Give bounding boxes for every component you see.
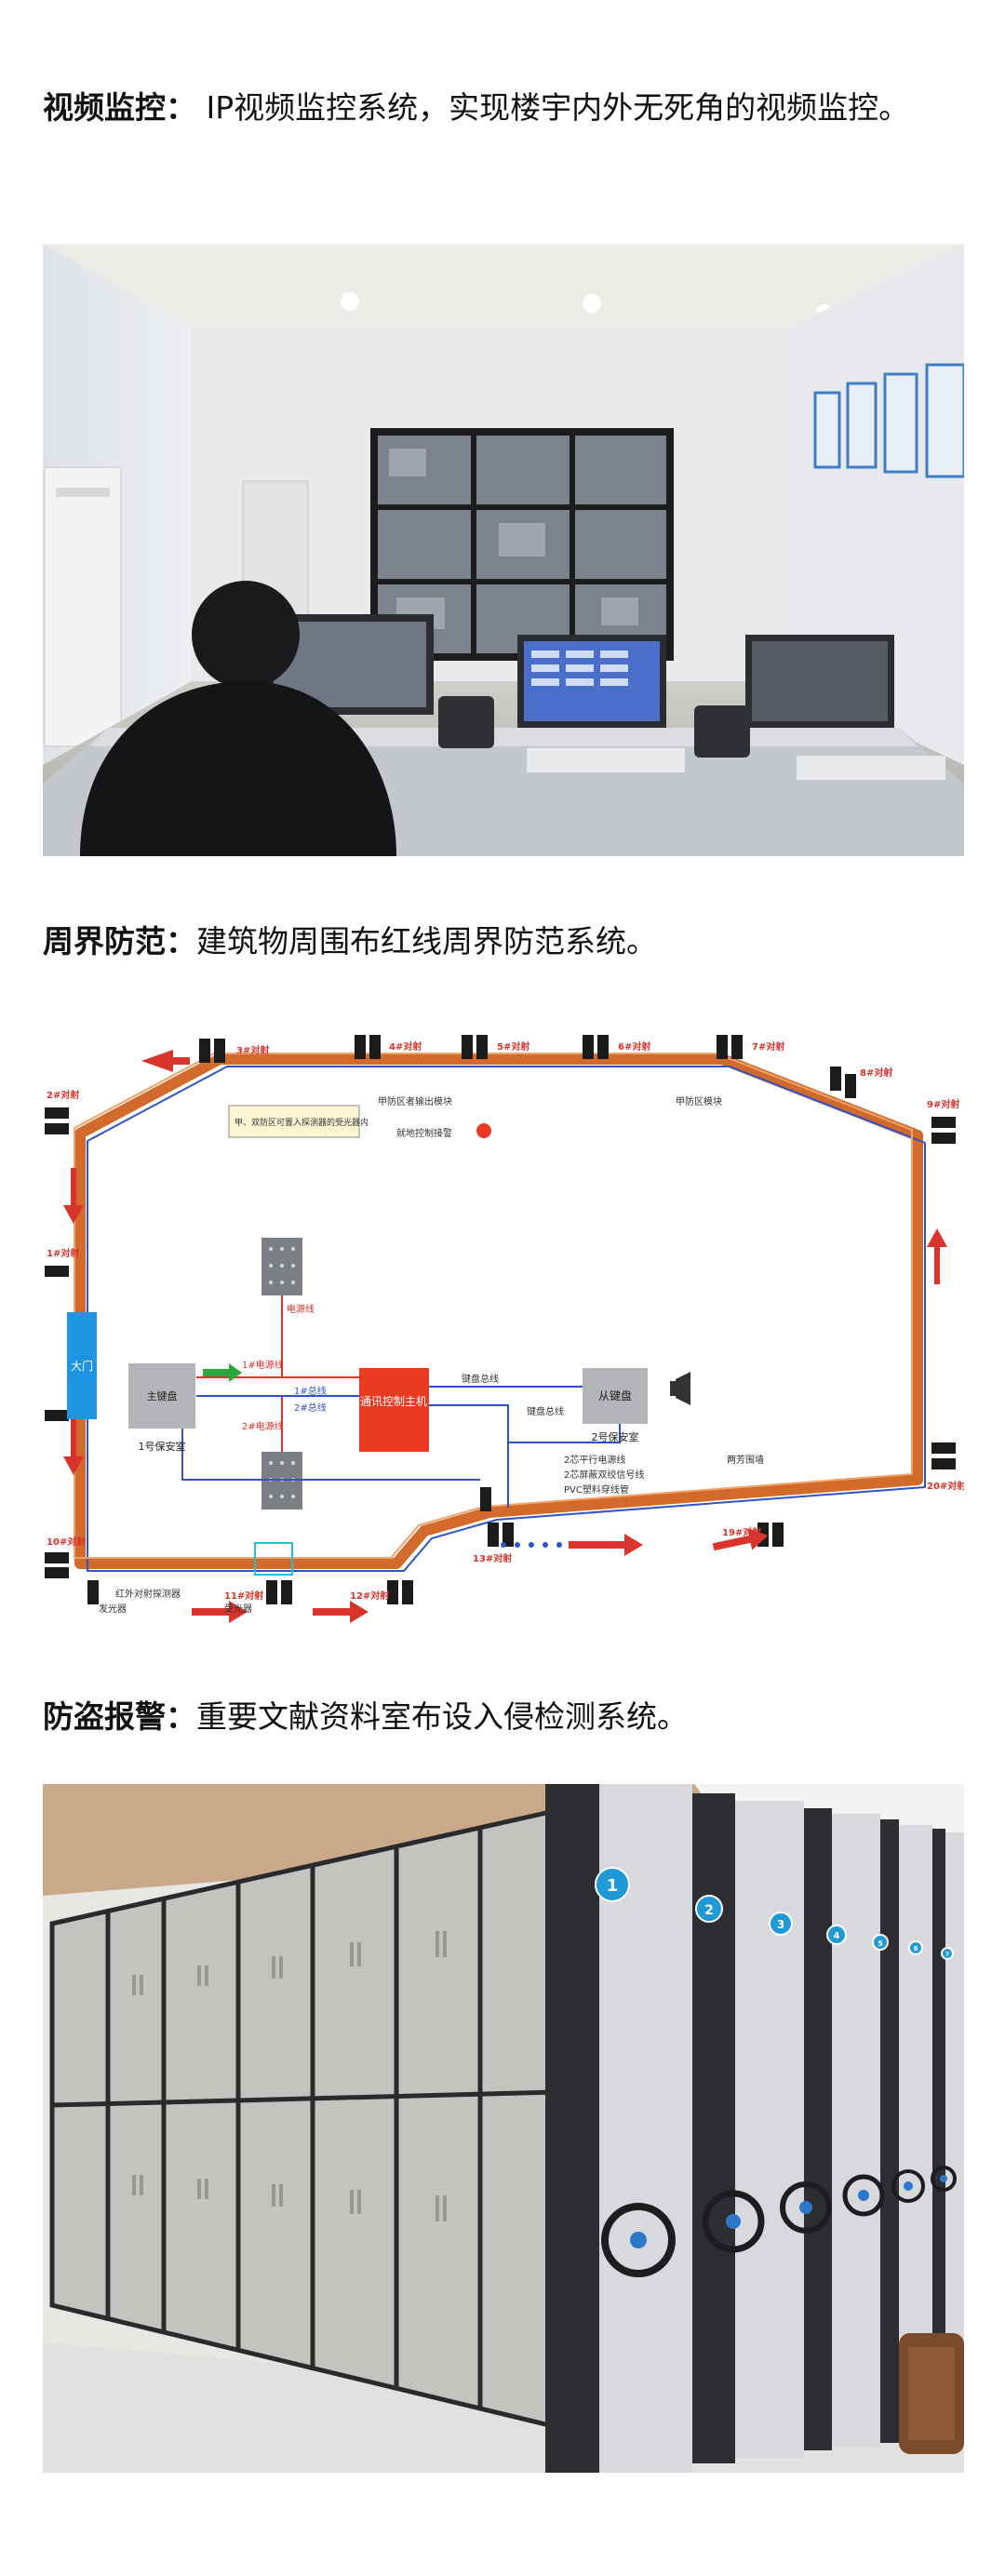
zone-11: 11#对射: [224, 1590, 263, 1602]
zone-20: 20#对射: [927, 1480, 964, 1492]
alarm-note-label: 就地控制接警: [396, 1127, 452, 1139]
bus-label-2: 键盘总线: [527, 1405, 564, 1417]
cable3-label: PVC塑料穿线管: [564, 1483, 629, 1496]
cabinet-number-6: 6: [914, 1945, 918, 1952]
module-a-label: 甲防区者输出模块: [378, 1095, 452, 1107]
zone-5: 5#对射: [497, 1040, 529, 1053]
legend-receiver: 受光器: [224, 1603, 252, 1615]
main-panel-label: 主键盘: [147, 1389, 178, 1402]
paragraph-perimeter: 周界防范：建筑物周围布红线周界防范系统。: [43, 903, 964, 981]
monitoring-room-photo: [43, 244, 964, 856]
cable1-label: 2芯平行电源线: [564, 1454, 625, 1466]
zone-1: 1#对射: [47, 1247, 79, 1259]
legend-detector: 红外对射探测器: [115, 1588, 181, 1600]
host-label: 通讯控制主机: [360, 1395, 427, 1408]
heading-perimeter: 周界防范：: [43, 923, 196, 959]
slave-panel-location: 2号保安室: [592, 1430, 639, 1443]
perimeter-diagram: 大门 主键盘 1号保安室 通讯控制主机: [43, 1005, 964, 1638]
module-b-label: 甲防区模块: [676, 1095, 722, 1107]
zone-9: 9#对射: [927, 1098, 959, 1110]
power-line-label: 电源线: [287, 1303, 315, 1315]
zone-2: 2#对射: [47, 1089, 79, 1101]
cabinet-number-2: 2: [704, 1903, 714, 1918]
text-video-surveillance: IP视频监控系统，实现楼宇内外无死角的视频监控。: [196, 89, 910, 126]
cabinet-number-5: 5: [878, 1939, 883, 1948]
archive-cabinets-photo: 1 2 3 4 5 6 7: [43, 1784, 964, 2473]
zone-7: 7#对射: [752, 1040, 784, 1053]
pillar-label: 两芳围墙: [727, 1454, 764, 1466]
power1-label: 1#电源线: [242, 1359, 284, 1371]
zone-4: 4#对射: [389, 1040, 422, 1053]
bus2-label: 2#总线: [294, 1402, 327, 1414]
zone-12: 12#对射: [350, 1590, 389, 1602]
zone-19: 19#对射: [722, 1526, 761, 1538]
power2-label: 2#电源线: [242, 1420, 284, 1432]
cable2-label: 2芯屏蔽双绞信号线: [564, 1469, 644, 1481]
heading-anti-theft: 防盗报警：: [43, 1698, 196, 1735]
zone-13: 13#对射: [473, 1552, 512, 1564]
bus-label: 键盘总线: [462, 1373, 499, 1385]
note-box: 甲、双防区可置入探测器的受光器内: [234, 1117, 368, 1128]
zone-3: 3#对射: [236, 1044, 269, 1056]
main-panel-location: 1号保安室: [139, 1440, 186, 1453]
text-anti-theft: 重要文献资料室布设入侵检测系统。: [196, 1698, 688, 1735]
zone-8: 8#对射: [860, 1067, 892, 1079]
zone-10: 10#对射: [47, 1536, 86, 1548]
cabinet-number-3: 3: [777, 1918, 784, 1931]
cabinet-number-1: 1: [607, 1876, 619, 1896]
text-perimeter: 建筑物周围布红线周界防范系统。: [196, 923, 657, 959]
slave-panel-label: 从键盘: [598, 1389, 632, 1402]
cabinet-number-4: 4: [834, 1931, 840, 1941]
paragraph-anti-theft: 防盗报警：重要文献资料室布设入侵检测系统。: [43, 1678, 964, 1756]
legend-emitter: 发光器: [99, 1603, 127, 1615]
door-label: 大门: [71, 1359, 93, 1373]
zone-6: 6#对射: [618, 1040, 650, 1053]
heading-video-surveillance: 视频监控：: [43, 89, 196, 126]
cabinet-number-7: 7: [945, 1952, 949, 1958]
paragraph-video-surveillance: 视频监控： IP视频监控系统，实现楼宇内外无死角的视频监控。: [43, 69, 964, 147]
bus1-label: 1#总线: [294, 1385, 327, 1397]
